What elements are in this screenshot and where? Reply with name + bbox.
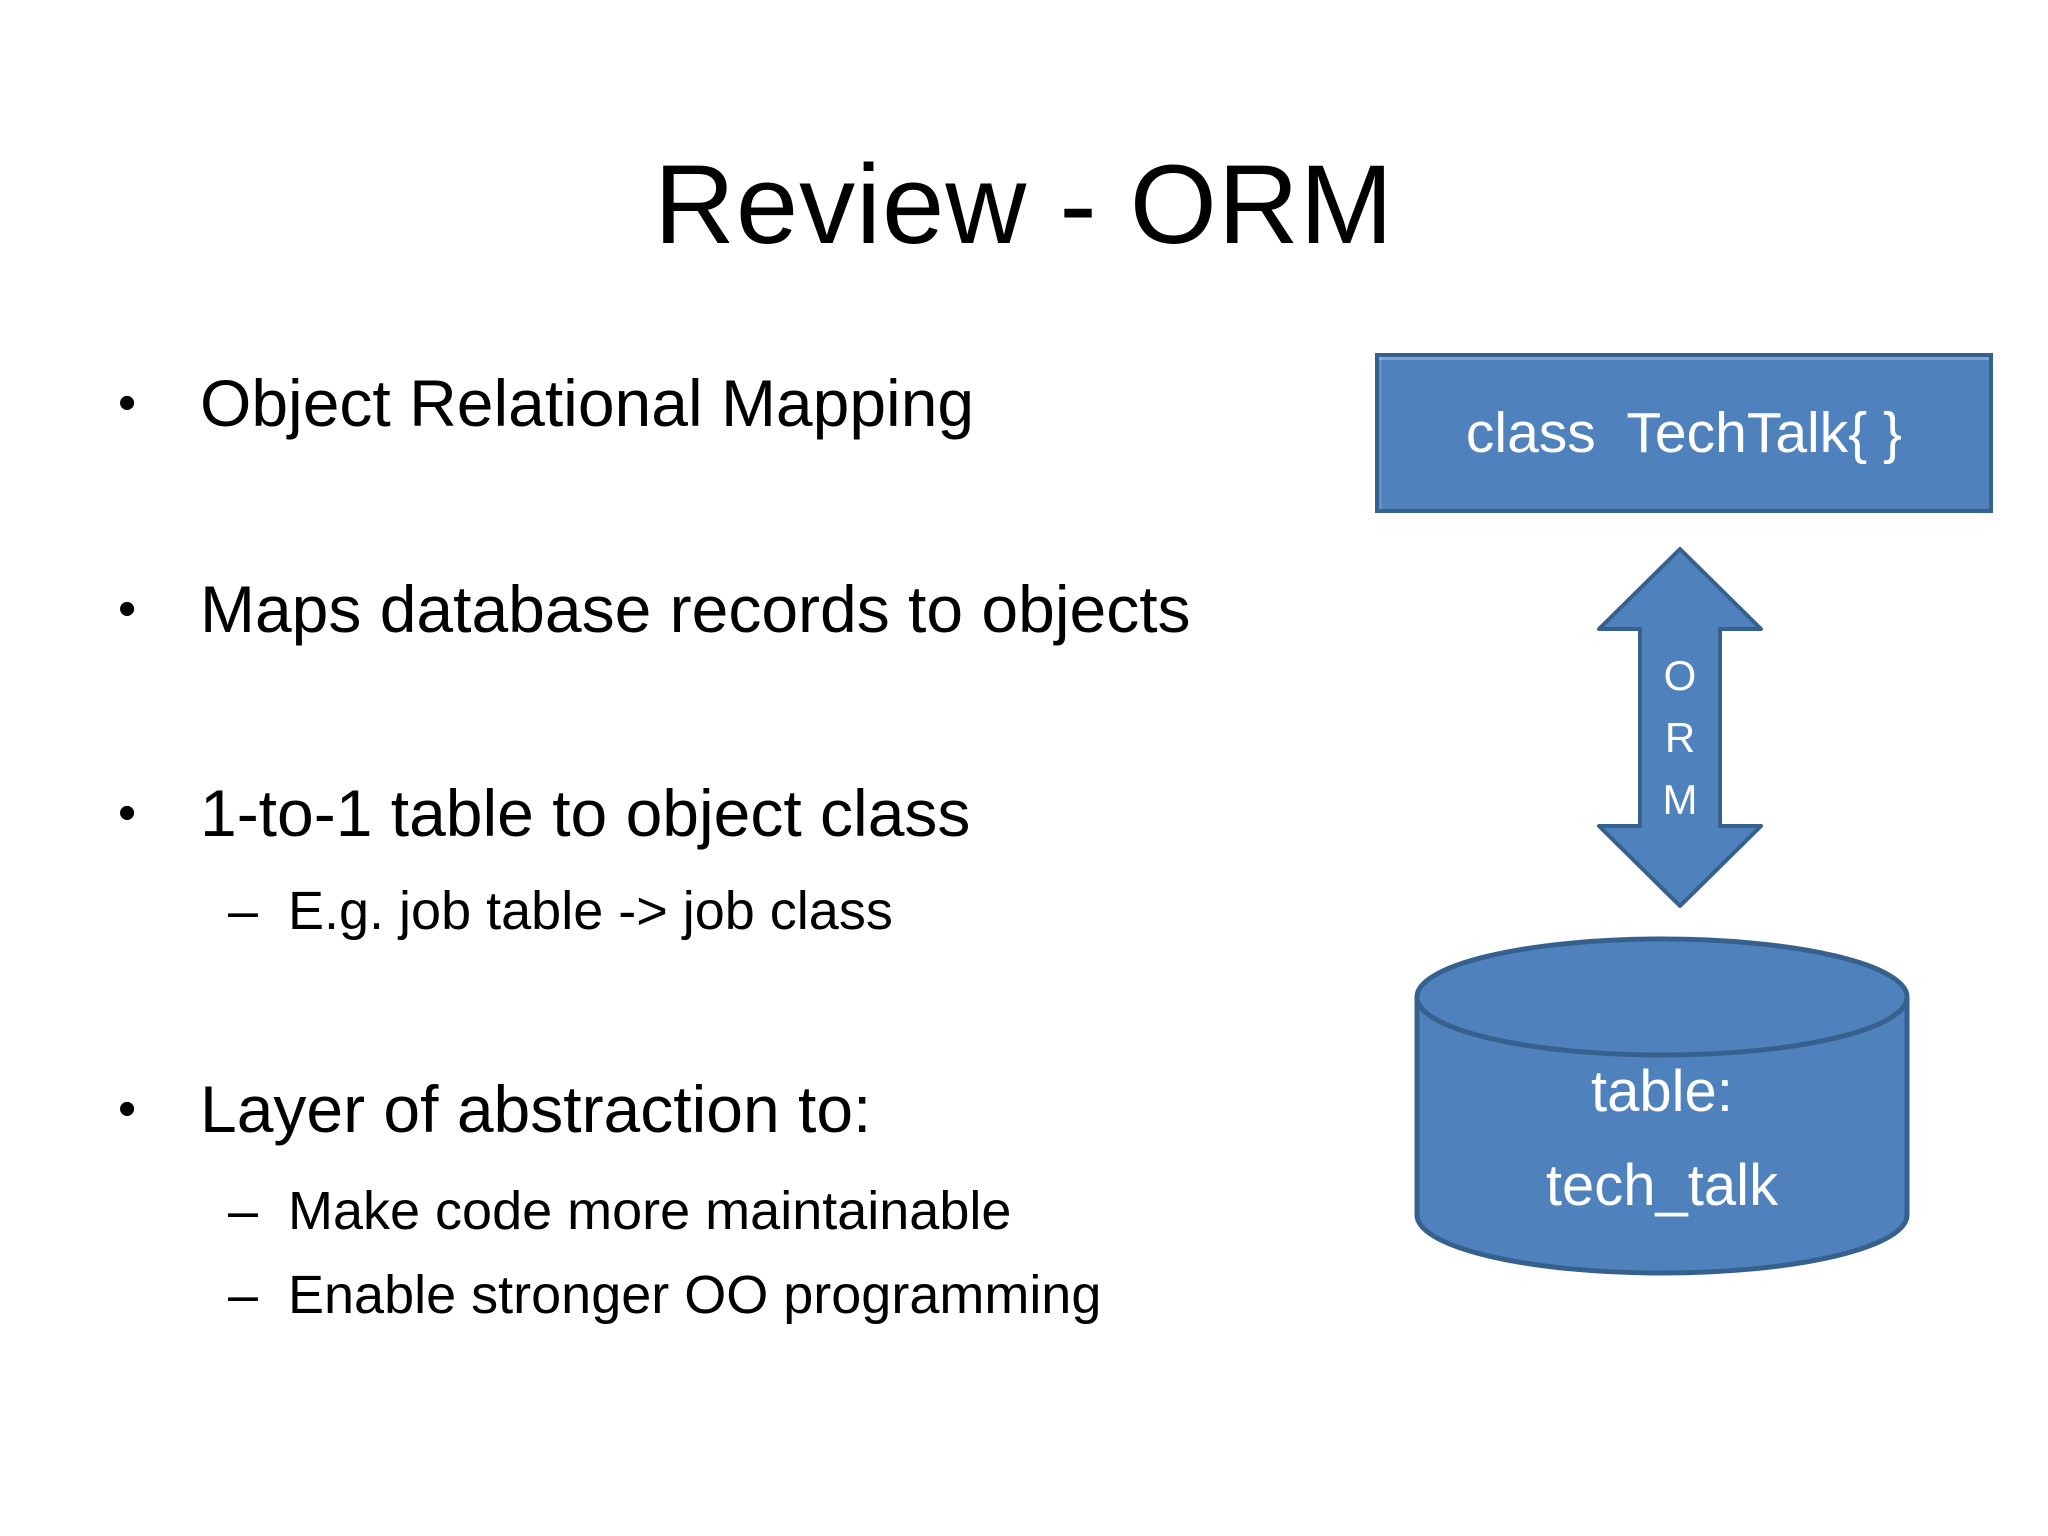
bullet-item: • Maps database records to objects <box>118 568 1191 650</box>
bullet-item: • Layer of abstraction to: <box>118 1068 871 1150</box>
sub-bullet-item: – Enable stronger OO programming <box>228 1262 1101 1329</box>
sub-bullet-marker: – <box>228 1181 259 1241</box>
database-icon <box>1414 936 1910 1276</box>
sub-bullet-item: – E.g. job table -> job class <box>228 878 893 945</box>
bullet-list: • Object Relational Mapping • Maps datab… <box>118 362 1191 1329</box>
sub-bullet-text: Enable stronger OO programming <box>288 1265 1102 1325</box>
double-arrow-icon <box>1597 547 1763 908</box>
slide-title: Review - ORM <box>653 142 1395 267</box>
bullet-text: Maps database records to objects <box>200 572 1191 646</box>
cylinder-top <box>1414 936 1910 1058</box>
bullet-marker: • <box>118 374 137 432</box>
bullet-item: • 1-to-1 table to object class <box>118 772 970 854</box>
bullet-text: Layer of abstraction to: <box>200 1072 872 1146</box>
orm-arrow-letters: O R M <box>1595 645 1765 831</box>
class-box: class TechTalk{ } <box>1375 353 1993 513</box>
database-cylinder: table: tech_talk <box>1412 935 1912 1277</box>
cylinder-body <box>1414 997 1910 1276</box>
database-label-line1: table: <box>1591 1059 1733 1124</box>
bullet-text: 1-to-1 table to object class <box>200 776 971 850</box>
database-labels: table: tech_talk <box>1412 1045 1912 1233</box>
sub-bullet-marker: – <box>228 1265 259 1325</box>
orm-letter: O <box>1663 652 1697 699</box>
orm-letter: M <box>1662 776 1698 823</box>
sub-bullet-item: – Make code more maintainable <box>228 1178 1011 1245</box>
sub-bullet-marker: – <box>228 881 259 941</box>
orm-letter: R <box>1664 714 1696 761</box>
sub-bullet-text: E.g. job table -> job class <box>288 881 893 941</box>
bullet-marker: • <box>118 1080 137 1138</box>
class-box-label: class TechTalk{ } <box>1465 401 1903 465</box>
double-arrow-shape <box>1597 547 1763 908</box>
orm-double-arrow: O R M <box>1595 545 1765 910</box>
sub-bullet-text: Make code more maintainable <box>288 1181 1012 1241</box>
bullet-item: • Object Relational Mapping <box>118 362 974 444</box>
bullet-marker: • <box>118 784 137 842</box>
bullet-text: Object Relational Mapping <box>200 366 975 440</box>
database-label-line2: tech_talk <box>1545 1153 1779 1218</box>
bullet-marker: • <box>118 580 137 638</box>
